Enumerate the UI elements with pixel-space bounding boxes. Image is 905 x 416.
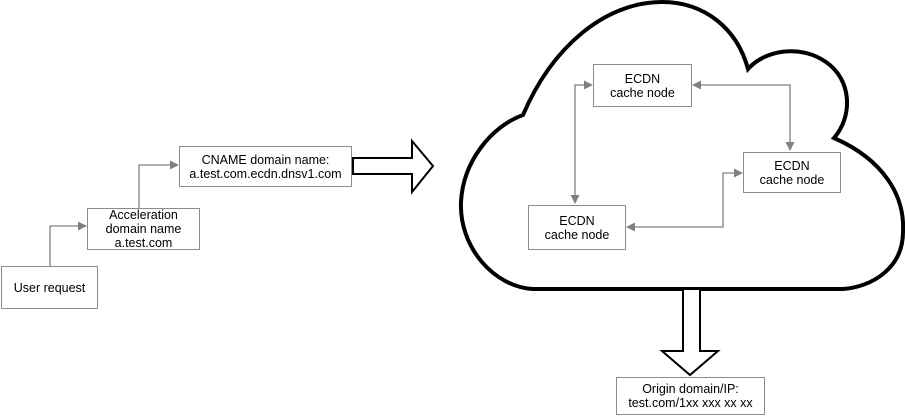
arrowhead-into-acceleration — [78, 221, 87, 231]
node-origin-server: Origin domain/IP: test.com/1xx xxx xx xx — [616, 377, 765, 415]
node-user-request: User request — [1, 266, 98, 309]
node-ecdn-cache-bottom-left: ECDN cache node — [528, 205, 626, 250]
connector-acceleration-to-cname — [138, 164, 177, 208]
node-ecdn-cache-right: ECDN cache node — [743, 152, 841, 193]
connector-arrowheads — [78, 80, 795, 232]
arrowhead-into-right-node-top — [785, 142, 795, 151]
arrowhead-into-bottomleft-node-right — [626, 222, 635, 232]
connector-user-to-acceleration — [49, 225, 85, 266]
node-cname-domain: CNAME domain name: a.test.com.ecdn.dnsv1… — [179, 146, 352, 187]
arrowhead-into-top-node-left — [584, 80, 593, 90]
down-block-arrow-icon — [659, 288, 721, 377]
arrowhead-into-right-node-left — [734, 168, 743, 178]
arrowhead-into-cname — [170, 160, 179, 170]
node-ecdn-cache-top: ECDN cache node — [593, 64, 692, 107]
connector-top-to-right-node — [694, 84, 791, 150]
node-acceleration-domain: Acceleration domain name a.test.com — [87, 208, 200, 250]
arrowhead-into-bottomleft-node-top — [570, 195, 580, 204]
connector-right-to-bottomleft-node — [628, 172, 741, 228]
right-block-arrow-icon — [352, 138, 435, 195]
arrowhead-into-top-node-right — [692, 80, 701, 90]
